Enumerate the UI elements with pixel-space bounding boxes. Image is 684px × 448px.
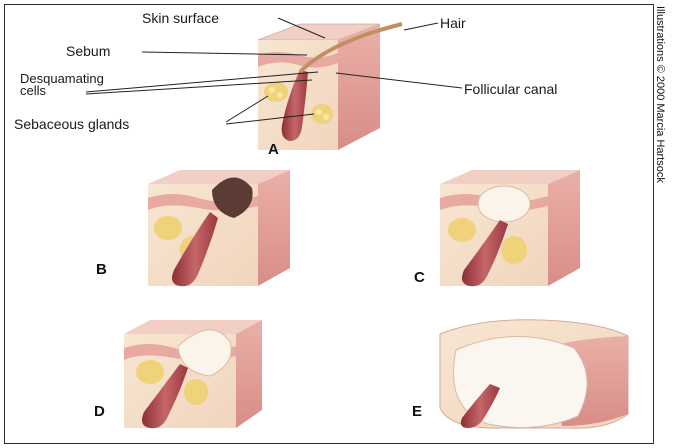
illustration-credit: Illustrations © 2000 Marcia Hartsock (654, 6, 666, 183)
panel-a-block (258, 24, 402, 150)
panel-label-c: C (414, 270, 425, 285)
label-cells: cells (20, 84, 46, 97)
whitehead (478, 186, 530, 222)
panel-label-b: B (96, 262, 107, 277)
panel-e-block (440, 320, 628, 428)
panel-d-block (124, 320, 262, 428)
label-sebum: Sebum (66, 44, 110, 58)
panel-c-block (440, 170, 580, 286)
label-sebaceous-glands: Sebaceous glands (14, 117, 129, 131)
label-follicular-canal: Follicular canal (464, 82, 557, 96)
sebaceous-gland-right (311, 104, 333, 124)
panel-label-d: D (94, 404, 105, 419)
label-hair: Hair (440, 16, 466, 30)
panel-label-a: A (268, 142, 279, 157)
label-skin-surface: Skin surface (142, 11, 219, 25)
panel-label-e: E (412, 404, 422, 419)
panel-b-block (148, 170, 290, 286)
sebaceous-gland-left (264, 82, 288, 102)
